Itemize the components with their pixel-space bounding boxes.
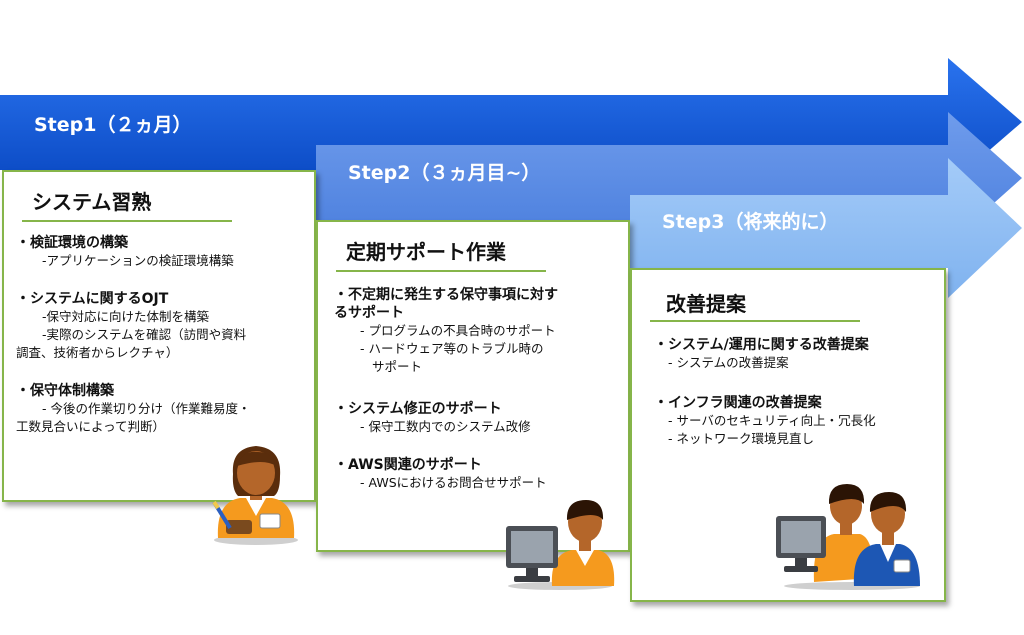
list-item: ・検証環境の構築 -アプリケーションの検証環境構築	[16, 235, 234, 268]
step2-label: Step2（３ヵ月目~）	[348, 162, 541, 184]
card-title: 改善提案	[666, 292, 746, 316]
person-writing-icon	[212, 446, 298, 545]
step3-arrow	[630, 158, 1022, 298]
title-underline	[650, 320, 860, 322]
card-periodic-support: 定期サポート作業 ・不定期に発生する保守事項に対す るサポート - プログラムの…	[316, 220, 630, 552]
title-underline	[336, 270, 546, 272]
list-item: ・システム/運用に関する改善提案 - システムの改善提案	[654, 337, 869, 370]
person-at-computer-icon	[506, 500, 615, 590]
card-title: システム習熟	[32, 190, 152, 214]
list-item: ・システム修正のサポート - 保守工数内でのシステム改修	[334, 401, 531, 434]
list-item: ・AWS関連のサポート - AWSにおけるお問合せサポート	[334, 457, 547, 490]
title-underline	[22, 220, 232, 222]
list-item: ・不定期に発生する保守事項に対す るサポート - プログラムの不具合時のサポート…	[334, 287, 558, 374]
team-at-computer-icon	[776, 484, 920, 590]
card-system-mastery: システム習熟 ・検証環境の構築 -アプリケーションの検証環境構築 ・システムに関…	[2, 170, 316, 502]
list-item: ・システムに関するOJT -保守対応に向けた体制を構築 -実際のシステムを確認（…	[16, 291, 247, 360]
step3-label: Step3（将来的に）	[662, 211, 839, 233]
card-title: 定期サポート作業	[346, 240, 506, 264]
list-item: ・保守体制構築 - 今後の作業切り分け（作業難易度・ 工数見合いによって判断）	[16, 383, 251, 434]
list-item: ・インフラ関連の改善提案 - サーバのセキュリティ向上・冗長化 - ネットワーク…	[654, 395, 876, 446]
step1-label: Step1（２ヵ月）	[34, 114, 192, 136]
